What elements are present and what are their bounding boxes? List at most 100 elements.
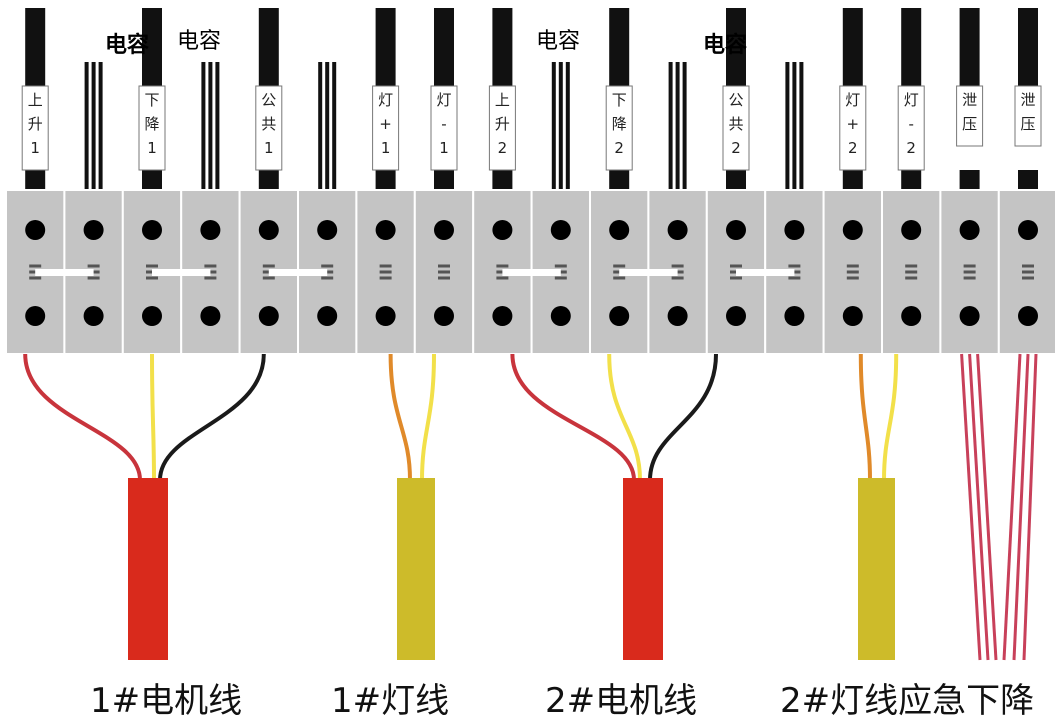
screw-mark xyxy=(321,264,334,268)
tag-char: 1 xyxy=(439,139,449,157)
terminal-bridge xyxy=(736,269,795,276)
screw-hole-top xyxy=(25,220,46,240)
capacitor-label-1: 电容 xyxy=(105,32,149,58)
conductor-top xyxy=(1018,8,1038,88)
screw-mark xyxy=(1022,276,1034,280)
screw-mark xyxy=(146,264,158,268)
screw-mark xyxy=(29,276,42,280)
terminal-tag-5 xyxy=(255,85,283,171)
screw-mark xyxy=(671,264,684,268)
screw-mark xyxy=(554,276,567,280)
screw-hole-top xyxy=(258,220,279,240)
wire-down-1 xyxy=(150,353,156,481)
sheath-light-1 xyxy=(397,478,435,660)
wire-light-minus-1 xyxy=(420,353,436,481)
screw-hole-bottom xyxy=(842,306,863,326)
conductor-top xyxy=(142,8,162,88)
screw-mark xyxy=(87,264,100,268)
screw-mark xyxy=(496,276,509,280)
capacitor-lead xyxy=(215,62,220,190)
tag-char: 上 xyxy=(28,91,43,109)
screw-hole-top xyxy=(784,220,805,240)
screw-mark xyxy=(146,276,158,280)
screw-hole-top xyxy=(959,220,980,240)
tag-char: 公 xyxy=(261,91,276,109)
tag-char: 压 xyxy=(1020,115,1035,133)
screw-mark xyxy=(438,264,450,268)
capacitor-lead xyxy=(84,62,89,190)
screw-mark xyxy=(29,264,42,268)
sheath-light-2 xyxy=(858,478,895,660)
tag-char: 灯 xyxy=(845,91,860,109)
screw-mark xyxy=(846,270,859,274)
tag-char: 2 xyxy=(614,139,624,157)
capacitor-lead xyxy=(785,62,790,190)
wire-light-plus-2 xyxy=(858,353,872,481)
terminal-bridge xyxy=(152,269,211,276)
sheath-motor-2 xyxy=(623,478,663,660)
screw-hole-bottom xyxy=(200,306,221,326)
screw-mark xyxy=(438,276,450,280)
wire-relief xyxy=(968,353,990,661)
screw-hole-top xyxy=(375,220,396,240)
terminal-tag-17 xyxy=(956,85,984,147)
screw-hole-bottom xyxy=(667,306,688,326)
wire-relief xyxy=(1022,353,1038,661)
screw-mark xyxy=(788,264,801,268)
capacitor-lead xyxy=(325,62,330,190)
screw-mark xyxy=(438,270,450,274)
screw-mark xyxy=(321,270,334,274)
capacitor-leads xyxy=(84,62,804,190)
screw-hole-top xyxy=(842,220,863,240)
wire-relief xyxy=(1012,353,1030,661)
tag-char: 泄 xyxy=(962,91,977,109)
tag-char: 1 xyxy=(147,139,157,157)
terminal-bridge xyxy=(502,269,561,276)
tag-char: 1 xyxy=(264,139,274,157)
conductor-bottom xyxy=(959,170,980,192)
screw-mark xyxy=(1022,270,1034,274)
capacitor-lead xyxy=(792,62,797,190)
screw-mark xyxy=(905,270,918,274)
tag-char: 下 xyxy=(144,91,159,109)
screw-hole-top xyxy=(726,220,746,240)
cable-label-light-2-emergency: 2#灯线应急下降 xyxy=(780,681,1034,721)
tag-char: 公 xyxy=(728,91,743,109)
wire-common-2 xyxy=(648,353,718,481)
tag-char: 共 xyxy=(728,115,743,133)
screw-mark xyxy=(613,276,626,280)
screw-hole-top xyxy=(609,220,630,240)
screw-mark xyxy=(905,276,918,280)
conductor-bottom xyxy=(726,170,746,192)
cable-sheaths xyxy=(128,478,895,660)
tag-char: 2 xyxy=(498,139,508,157)
screw-mark xyxy=(905,264,918,268)
screw-hole-top xyxy=(550,220,571,240)
tag-char: 压 xyxy=(962,115,977,133)
capacitor-label-4: 电容 xyxy=(703,32,747,58)
capacitor-lead xyxy=(208,62,213,190)
capacitor-lead xyxy=(332,62,337,190)
tag-char: 泄 xyxy=(1020,91,1035,109)
tag-char: + xyxy=(847,115,860,133)
tag-char: 灯 xyxy=(436,91,451,109)
conductor-top xyxy=(609,8,630,88)
sheath-motor-1 xyxy=(128,478,168,660)
screw-mark xyxy=(379,276,392,280)
screw-mark xyxy=(204,276,217,280)
tag-char: 共 xyxy=(261,115,276,133)
screw-hole-bottom xyxy=(492,306,513,326)
capacitor-lead xyxy=(799,62,804,190)
screw-hole-top xyxy=(142,220,162,240)
screw-hole-top xyxy=(83,220,104,240)
screw-mark xyxy=(730,276,742,280)
capacitor-lead xyxy=(91,62,96,190)
screw-hole-bottom xyxy=(901,306,922,326)
capacitor-label-2: 电容 xyxy=(177,29,221,54)
screw-hole-top xyxy=(667,220,688,240)
conductor-bottom xyxy=(375,170,396,192)
tag-char: - xyxy=(908,115,913,133)
screw-mark xyxy=(379,270,392,274)
tag-char: 2 xyxy=(906,139,916,157)
screw-hole-bottom xyxy=(609,306,630,326)
